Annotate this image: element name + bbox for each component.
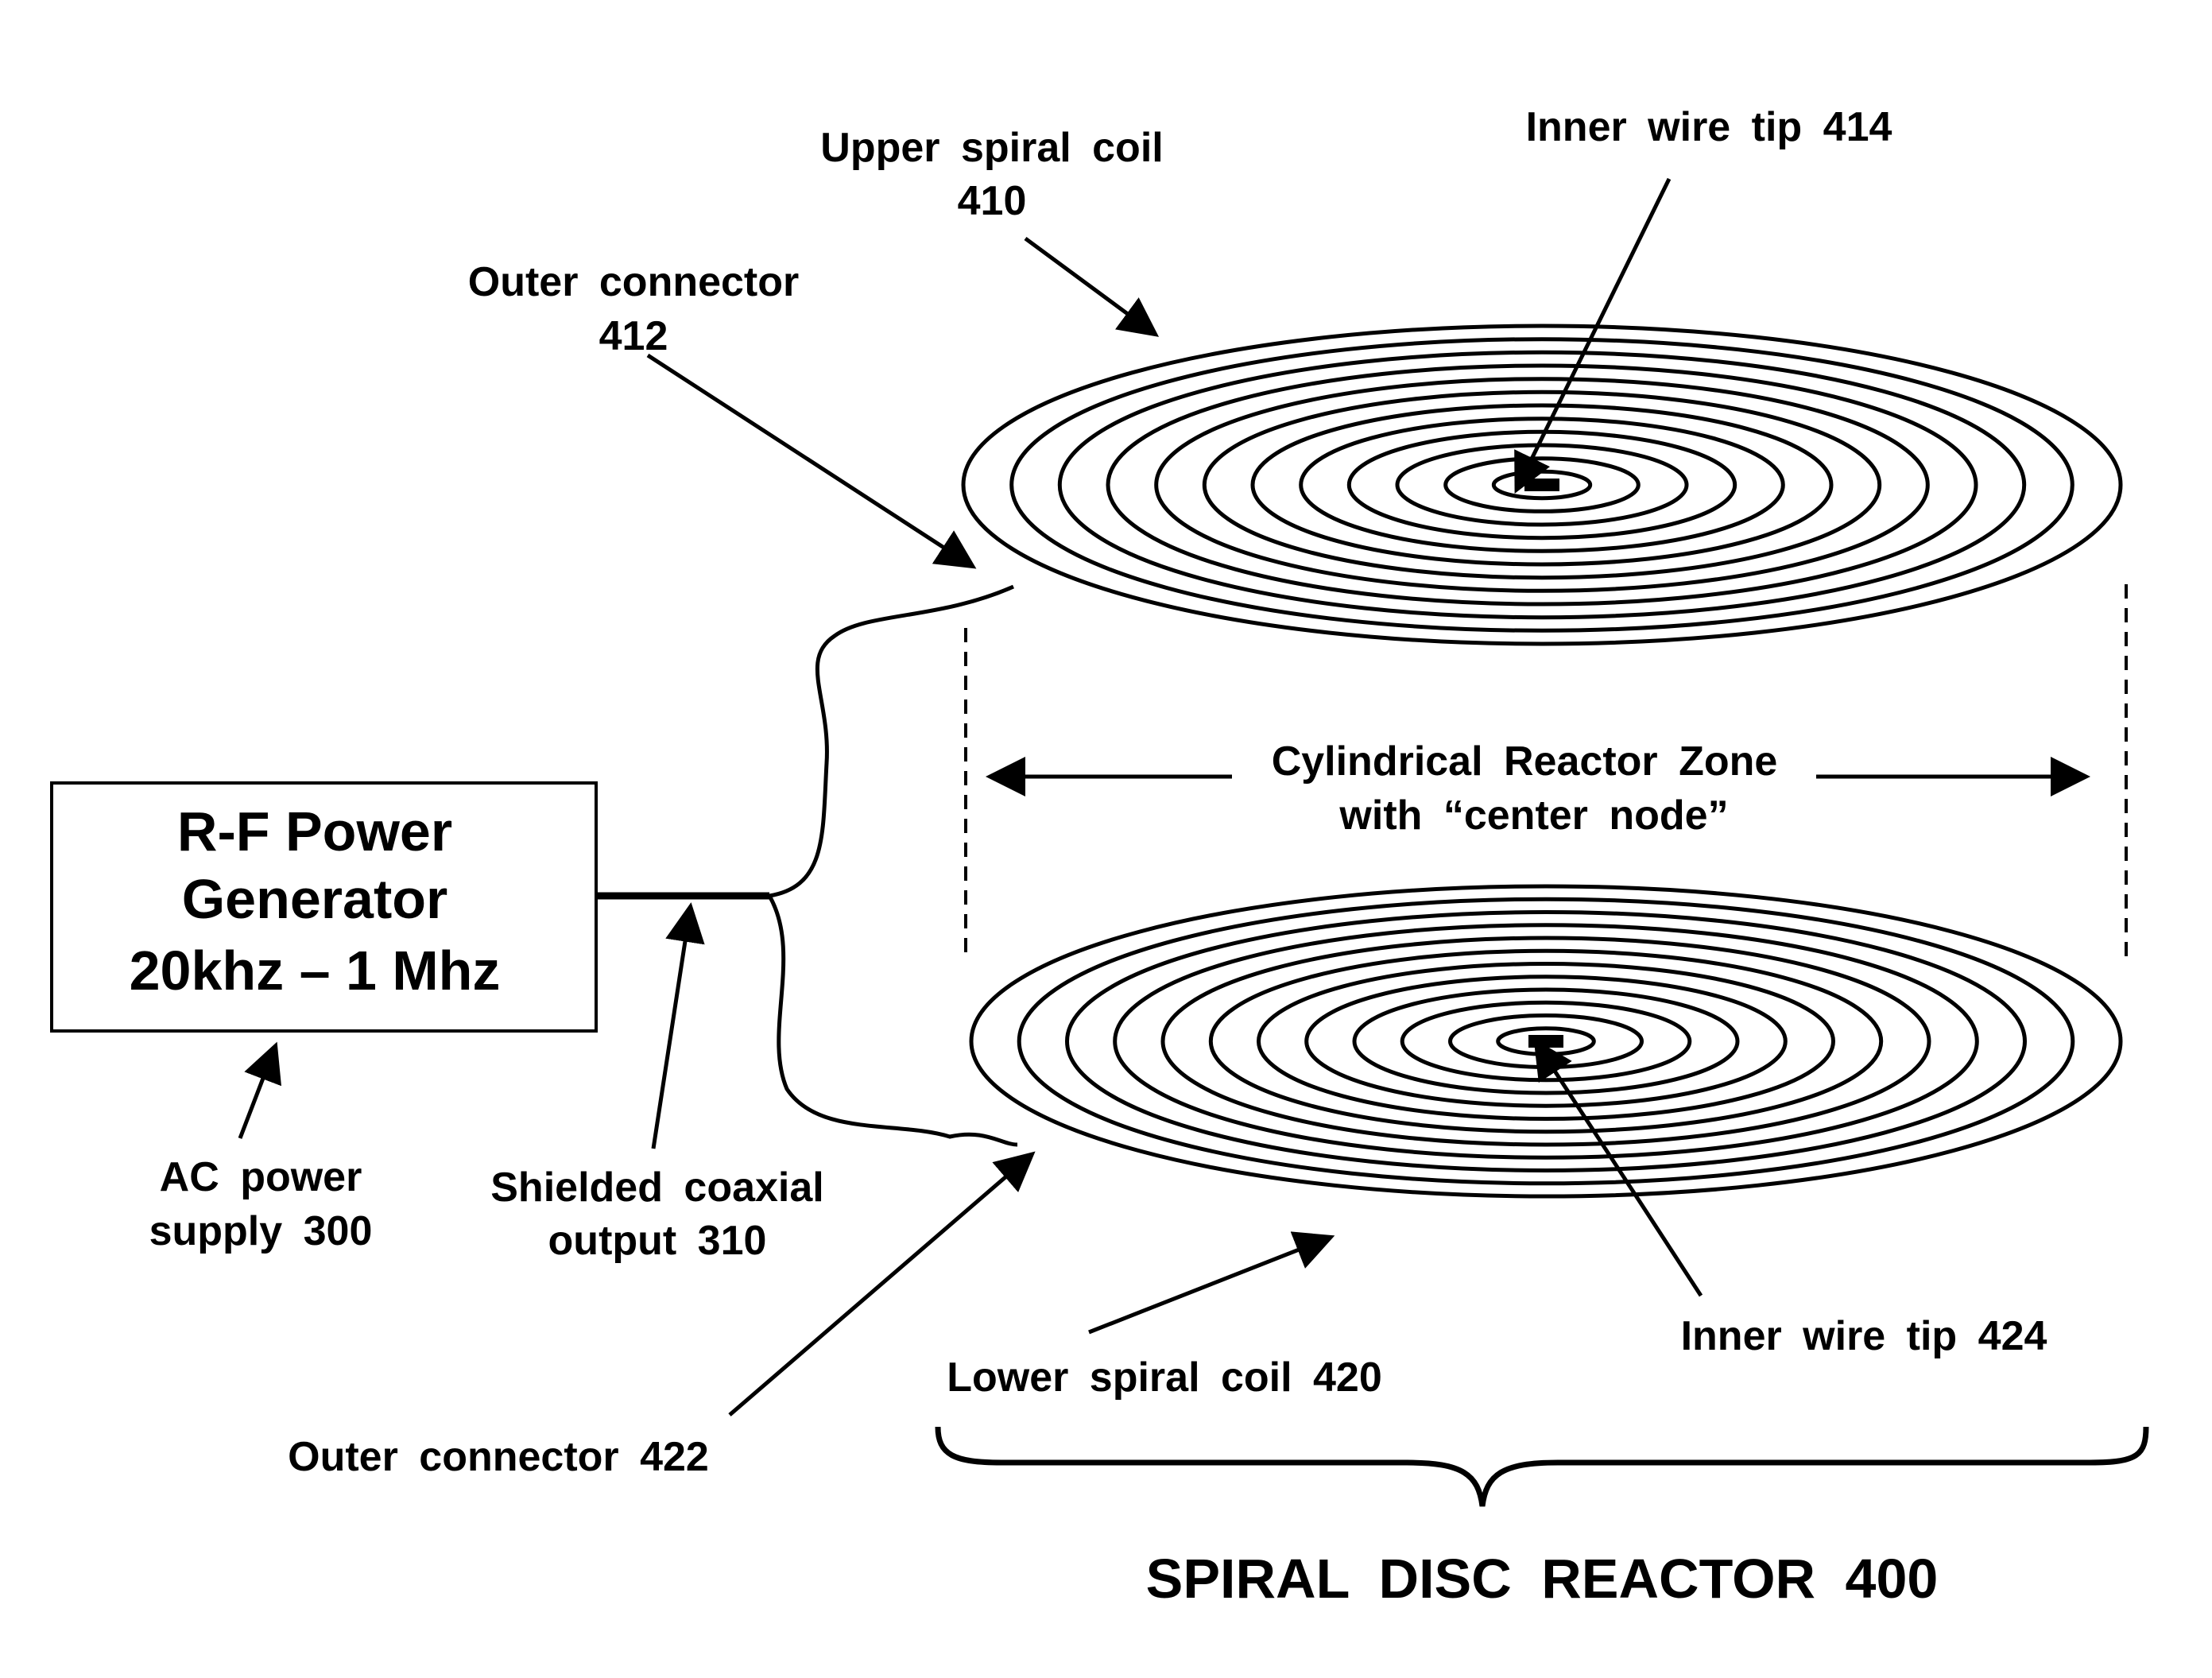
lower-coil-turn xyxy=(1257,962,1835,1121)
ac-power-label-line-2: supply 300 xyxy=(149,1208,373,1254)
lower-coil-turn xyxy=(1208,948,1884,1134)
outer-connector-412-label-line-2: 412 xyxy=(599,313,668,359)
upper-coil-turn xyxy=(961,324,2123,646)
upper-coil-turn xyxy=(1154,377,1930,593)
upper-coil-turn xyxy=(1106,363,1978,606)
lower-coil-pointer-arrow xyxy=(1088,1231,1335,1335)
lower-coil-turn xyxy=(1017,897,2075,1186)
generator-line-1: R-F Power xyxy=(177,800,452,862)
upper-coil-turn xyxy=(1346,429,1737,541)
outer-connector-412-label-line-1: Outer connector xyxy=(468,259,800,305)
coax-output-label-line-1: Shielded coaxial xyxy=(490,1165,824,1211)
ac-power-label-line-1: AC power xyxy=(160,1154,362,1200)
lower-coil-turn xyxy=(1352,987,1740,1095)
upper-coil-label-line-2: 410 xyxy=(958,178,1027,224)
inner-tip-414-arrow xyxy=(1514,177,1672,494)
lower-coil-turn xyxy=(1160,936,1931,1147)
upper-coil-turn xyxy=(1202,389,1882,580)
outer-connector-422-arrow xyxy=(728,1151,1036,1416)
reactor-zone-label-line-1: Cylindrical Reactor Zone xyxy=(1272,738,1778,785)
wire-to-lower-coil xyxy=(767,894,1018,1147)
upper-coil-turn xyxy=(1057,350,2027,620)
inner-tip-424-label: Inner wire tip 424 xyxy=(1681,1313,2047,1359)
upper-coil-label-line-1: Upper spiral coil xyxy=(820,125,1163,171)
upper-coil-inner-tip xyxy=(1524,479,1559,491)
generator-line-3: 20khz – 1 Mhz xyxy=(130,940,501,1002)
outer-connector-422-label: Outer connector 422 xyxy=(288,1434,709,1480)
upper-coil-turn xyxy=(1009,337,2074,633)
lower-coil-turn xyxy=(1304,975,1788,1108)
reactor-brace xyxy=(935,1426,2149,1507)
upper-spiral-coil xyxy=(961,324,2123,646)
lower-coil-label: Lower spiral coil 420 xyxy=(947,1354,1382,1401)
coax-output-arrow xyxy=(651,902,705,1149)
inner-tip-424-arrow xyxy=(1533,1038,1703,1297)
reactor-zone-label-line-2: with “center node” xyxy=(1338,792,1728,839)
lower-coil-inner-tip xyxy=(1528,1035,1563,1048)
rf-generator-box xyxy=(50,781,598,1033)
ac-power-arrow xyxy=(238,1041,282,1139)
lower-spiral-coil xyxy=(969,884,2123,1199)
upper-coil-turn xyxy=(1395,443,1689,527)
lower-coil-turn xyxy=(1065,910,2027,1172)
upper-coil-turn xyxy=(1299,417,1785,553)
coax-output-label-line-2: output 310 xyxy=(548,1218,767,1264)
diagram-title: SPIRAL DISC REACTOR 400 xyxy=(1146,1548,1939,1610)
generator-line-2: Generator xyxy=(182,868,448,930)
upper-coil-pointer-arrow xyxy=(1024,236,1160,337)
upper-coil-turn xyxy=(1250,403,1834,567)
inner-tip-414-label: Inner wire tip 414 xyxy=(1526,104,1892,150)
wire-to-upper-coil xyxy=(769,584,1015,898)
lower-coil-turn xyxy=(1113,923,1979,1160)
lower-coil-turn xyxy=(969,884,2123,1199)
outer-connector-412-arrow xyxy=(646,353,977,569)
